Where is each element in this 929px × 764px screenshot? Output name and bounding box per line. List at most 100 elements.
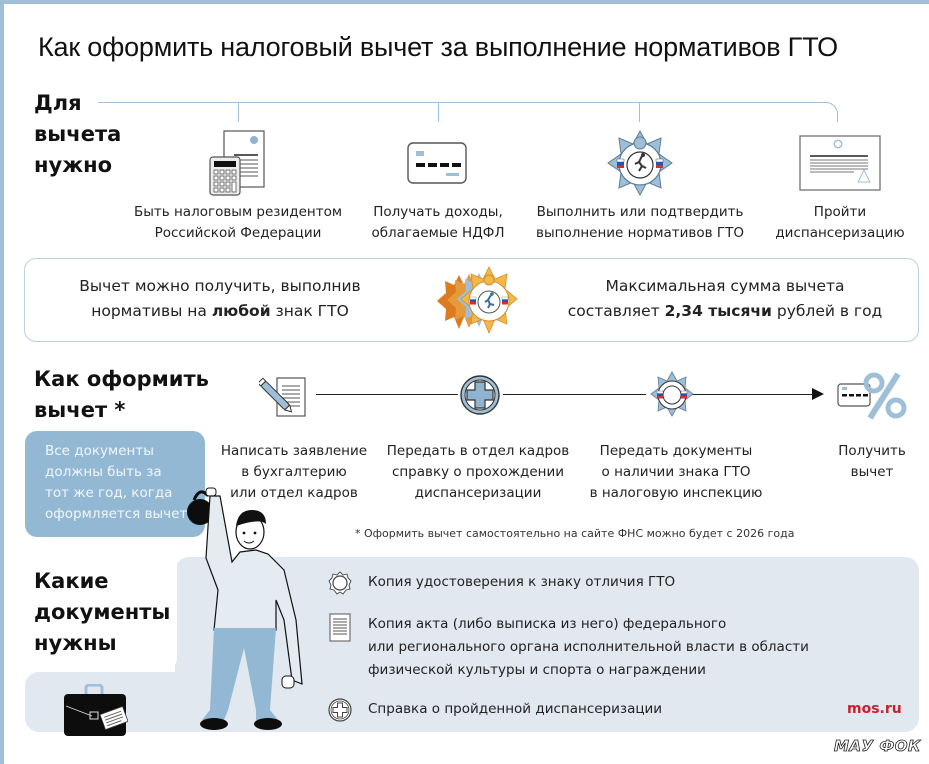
step-label: Передать в отдел кадров справку о прохож… xyxy=(380,441,576,504)
info-text-line: Вычет можно получить, выполнив xyxy=(79,277,361,295)
requirement-label: Пройти диспансеризацию xyxy=(730,202,929,244)
requirement-label-line: Выполнить или подтвердить xyxy=(536,204,744,220)
documents-heading-line: документы xyxy=(34,600,171,624)
step-label-line: справку о прохождении xyxy=(391,464,565,480)
watermark-text: МАУ ФОК xyxy=(834,737,921,756)
document-text: Копия удостоверения к знаку отличия ГТО xyxy=(368,571,675,594)
requirement-label-line: Российской Федерации xyxy=(154,225,322,241)
step-label-line: вычет xyxy=(850,464,894,480)
requirements-heading-line: вычета xyxy=(34,122,122,146)
info-amount-bold: 2,34 тысячи xyxy=(664,302,772,320)
bank-card-icon xyxy=(328,128,548,198)
step-label: Передать документы о наличии знака ГТО в… xyxy=(578,441,774,504)
frame-top-border xyxy=(0,0,929,4)
documents-panel xyxy=(175,557,919,732)
note-line: Все документы xyxy=(45,443,154,459)
card-percent-icon xyxy=(836,372,908,424)
info-text-bold: любой xyxy=(211,302,271,320)
page-title: Как оформить налоговый вычет за выполнен… xyxy=(38,32,838,62)
step-label-line: или отдел кадров xyxy=(230,485,358,501)
tree-connector-drop xyxy=(438,102,439,122)
frame-left-border xyxy=(0,0,4,764)
requirement-item: Пройти диспансеризацию xyxy=(730,128,929,244)
step-label-line: в налоговую инспекцию xyxy=(589,485,763,501)
process-heading-line: Как оформить xyxy=(34,367,209,391)
documents-heading-line: Какие xyxy=(34,569,109,593)
document-text-line: Копия акта (либо выписка из него) федера… xyxy=(368,616,727,632)
note-line: тот же год, когда xyxy=(45,485,173,501)
step-label-line: о наличии знака ГТО xyxy=(601,464,751,480)
gto-badge-icon xyxy=(650,371,694,421)
document-lines-icon xyxy=(328,613,352,642)
info-text-span: составляет xyxy=(567,302,665,320)
requirement-item: Выполнить или подтвердить выполнение нор… xyxy=(530,128,750,244)
gto-badge-icon xyxy=(530,128,750,198)
requirement-label-line: диспансеризацию xyxy=(775,225,905,241)
requirement-label: Получать доходы, облагаемые НДФЛ xyxy=(328,202,548,244)
info-text-span: нормативы на xyxy=(91,302,212,320)
step-label-line: Передать в отдел кадров xyxy=(386,443,570,459)
tree-connector xyxy=(98,102,826,103)
info-any-badge-text: Вычет можно получить, выполнив нормативы… xyxy=(55,274,385,324)
athlete-with-kettlebell-illustration xyxy=(184,470,304,738)
process-connector-line xyxy=(316,394,458,395)
info-text-span: знак ГТО xyxy=(270,302,349,320)
medical-cross-icon xyxy=(459,374,501,420)
cross-circle-icon xyxy=(328,698,352,722)
medical-certificate-icon xyxy=(730,128,929,198)
note-line: оформляется вычет xyxy=(45,506,188,522)
tree-connector-drop xyxy=(238,102,239,122)
info-text-line: Максимальная сумма вычета xyxy=(605,277,845,295)
document-text: Копия акта (либо выписка из него) федера… xyxy=(368,613,809,682)
step-label: Написать заявление в бухгалтерию или отд… xyxy=(210,441,378,504)
calculator-document-icon xyxy=(128,128,348,198)
step-label-line: Получить xyxy=(838,443,906,459)
process-connector-line xyxy=(692,394,814,395)
process-heading-line: вычет * xyxy=(34,398,126,422)
requirement-label-line: Быть налоговым резидентом xyxy=(133,204,343,220)
requirement-label: Быть налоговым резидентом Российской Фед… xyxy=(128,202,348,244)
document-text: Справка о пройденной диспансеризации xyxy=(368,698,662,721)
requirement-item: Получать доходы, облагаемые НДФЛ xyxy=(328,128,548,244)
brand-logo-text: mos.ru xyxy=(847,701,902,717)
pen-document-icon xyxy=(257,376,309,424)
requirements-heading-line: нужно xyxy=(34,153,113,177)
info-max-amount-text: Максимальная сумма вычета составляет 2,3… xyxy=(540,274,910,324)
info-text-line: нормативы на любой знак ГТО xyxy=(55,299,385,324)
badge-outline-icon xyxy=(328,571,352,595)
requirement-item: Быть налоговым резидентом Российской Фед… xyxy=(128,128,348,244)
note-line: должны быть за xyxy=(45,464,162,480)
step-label-line: Написать заявление xyxy=(220,443,368,459)
info-text-line: составляет 2,34 тысячи рублей в год xyxy=(540,299,910,324)
step-label: Получить вычет xyxy=(822,441,922,483)
process-heading: Как оформить вычет * xyxy=(34,364,209,426)
tree-connector-corner xyxy=(820,102,838,122)
step-label-line: диспансеризации xyxy=(414,485,542,501)
document-text-line: Справка о пройденной диспансеризации xyxy=(368,701,663,717)
documents-heading-area xyxy=(25,557,177,672)
info-box: Вычет можно получить, выполнив нормативы… xyxy=(24,258,919,342)
briefcase-icon xyxy=(62,683,129,740)
step-label-line: в бухгалтерию xyxy=(241,464,347,480)
documents-heading-line: нужны xyxy=(34,631,117,655)
document-text-line: физической культуры и спорта о награжден… xyxy=(368,662,706,678)
requirements-heading-line: Для xyxy=(34,91,82,115)
requirement-label: Выполнить или подтвердить выполнение нор… xyxy=(530,202,750,244)
document-text-line: или регионального органа исполнительной … xyxy=(368,639,809,655)
requirements-heading: Для вычета нужно xyxy=(34,88,121,181)
arrow-head-icon xyxy=(812,388,824,400)
requirement-label-line: Получать доходы, xyxy=(373,204,503,220)
requirement-label-line: Пройти xyxy=(813,204,867,220)
process-connector-line xyxy=(503,394,646,395)
info-text-span: рублей в год xyxy=(771,302,883,320)
requirement-label-line: выполнение нормативов ГТО xyxy=(536,225,744,241)
step-label-line: Передать документы xyxy=(599,443,753,459)
document-item: Копия удостоверения к знаку отличия ГТО xyxy=(328,571,675,595)
same-year-note: Все документы должны быть за тот же год,… xyxy=(25,431,205,537)
footnote: * Оформить вычет самостоятельно на сайте… xyxy=(355,527,795,540)
gto-badges-stack-icon xyxy=(433,265,525,337)
documents-heading: Какие документы нужны xyxy=(34,566,170,659)
document-item: Копия акта (либо выписка из него) федера… xyxy=(328,613,809,682)
document-text-line: Копия удостоверения к знаку отличия ГТО xyxy=(368,574,676,590)
requirement-label-line: облагаемые НДФЛ xyxy=(371,225,505,241)
